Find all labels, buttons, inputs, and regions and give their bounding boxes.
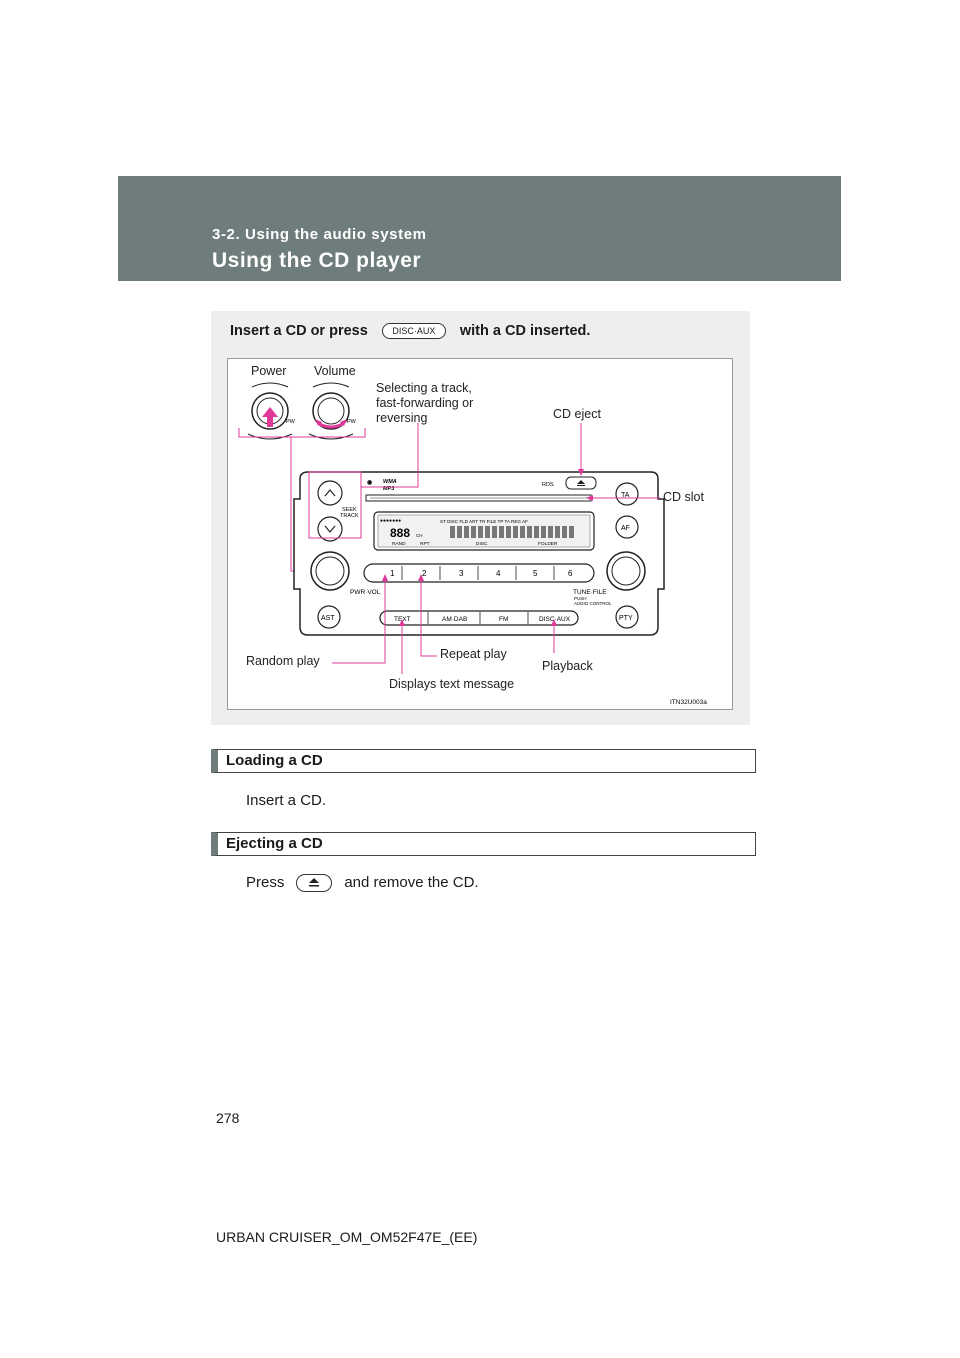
page-number: 278	[216, 1110, 240, 1126]
callout-power: Power	[251, 364, 287, 378]
callout-cd-eject: CD eject	[553, 407, 601, 421]
seek-down-button[interactable]	[317, 516, 343, 542]
af-button[interactable]	[615, 515, 639, 539]
loading-body: Insert a CD.	[246, 792, 327, 809]
callout-playback: Playback	[542, 659, 593, 673]
text-button-label[interactable]: TEXT	[394, 616, 411, 623]
ta-label: TA	[621, 492, 630, 499]
af-label: AF	[621, 525, 630, 532]
tune-file-label: TUNE·FILE	[573, 589, 607, 596]
power-knob-detail: PW	[247, 382, 296, 440]
am-dab-button-label[interactable]: AM·DAB	[442, 616, 467, 623]
preset-1[interactable]: 1	[390, 569, 395, 578]
callout-cd-slot: CD slot	[663, 490, 704, 504]
display-ch: CH	[416, 533, 423, 538]
svg-text:◉: ◉	[367, 480, 373, 486]
figure-instruction: Insert a CD or press DISC·AUX with a CD …	[230, 323, 591, 340]
preset-2[interactable]: 2	[422, 569, 427, 578]
ejecting-body-after: and remove the CD.	[344, 874, 479, 891]
lcd-screen	[377, 514, 591, 548]
section-label: 3-2. Using the audio system	[212, 226, 427, 243]
wma-label: WMA	[383, 479, 397, 485]
rds-label: RDS	[542, 482, 554, 488]
track-label: TRACK	[340, 513, 359, 519]
heading-loading-text: Loading a CD	[226, 752, 323, 769]
seek-highlight	[308, 471, 362, 539]
ast-button[interactable]	[317, 605, 341, 629]
fm-button-label[interactable]: FM	[499, 616, 508, 623]
preset-bar	[363, 563, 595, 583]
ast-label: AST	[321, 615, 335, 622]
pw-label-right: PW	[347, 419, 357, 425]
callout-volume: Volume	[314, 364, 356, 378]
audio-head-unit: ◉ WMA MP3 RDS SEEK TRACK TA AF PTY AST	[293, 471, 665, 636]
pw-label-left: PW	[286, 419, 296, 425]
chevron-up-icon	[324, 489, 336, 497]
callout-random-play: Random play	[246, 654, 320, 668]
eject-key-icon	[296, 874, 333, 893]
heading-ejecting-text: Ejecting a CD	[226, 835, 323, 852]
audio-control-label: AUDIO CONTROL	[574, 601, 612, 606]
eject-icon	[577, 480, 585, 486]
section-heading-loading: Loading a CD	[211, 749, 756, 773]
preset-6[interactable]: 6	[568, 569, 573, 578]
display-folder: FOLDER	[538, 541, 558, 547]
audio-unit-svg: PW PW ◉ WMA MP3 RDS	[238, 382, 707, 706]
mp3-label: MP3	[383, 486, 394, 492]
instruction-text-before: Insert a CD or press	[230, 323, 368, 340]
footer-text: URBAN CRUISER_OM_OM52F47E_(EE)	[216, 1229, 478, 1245]
display-digits: 888	[390, 526, 410, 540]
callout-selecting-line2: fast-forwarding or	[376, 396, 474, 410]
pwr-vol-label: PWR·VOL	[350, 589, 381, 596]
seek-up-button[interactable]	[317, 480, 343, 506]
preset-3[interactable]: 3	[459, 569, 464, 578]
display-rand: RAND	[392, 541, 406, 547]
pty-button[interactable]	[615, 605, 639, 629]
ta-button[interactable]	[615, 482, 639, 506]
bottom-button-bar	[379, 610, 579, 626]
svg-text:●●●●●●●: ●●●●●●●	[380, 518, 401, 524]
chevron-down-icon	[324, 525, 336, 533]
preset-5[interactable]: 5	[533, 569, 538, 578]
ejecting-body: Press and remove the CD.	[246, 874, 479, 893]
instruction-text-after: with a CD inserted.	[459, 323, 591, 340]
push-label: PUSH	[574, 596, 587, 601]
callout-selecting-line1: Selecting a track,	[376, 381, 472, 395]
display-rpt: RPT	[420, 541, 430, 547]
disc-aux-button-label[interactable]: DISC·AUX	[539, 616, 571, 623]
display-top-row: ST DISC FLD ART TR FILE TP TA REG AF	[440, 519, 528, 524]
disc-aux-key-icon: DISC·AUX	[381, 323, 446, 340]
ejecting-body-before: Press	[246, 874, 285, 891]
seek-label: SEEK	[342, 507, 357, 513]
audio-unit-diagram: PW PW ◉ WMA MP3 RDS	[227, 358, 733, 710]
section-heading-ejecting: Ejecting a CD	[211, 832, 756, 856]
header-band	[118, 176, 841, 281]
display-disc: DISC	[476, 541, 488, 547]
callout-displays-text: Displays text message	[389, 677, 515, 691]
volume-knob-detail: PW	[308, 382, 357, 440]
page-title: Using the CD player	[212, 249, 422, 272]
figure-code: ITN32U003a	[670, 699, 707, 706]
callout-repeat-play: Repeat play	[440, 647, 507, 661]
pty-label: PTY	[619, 615, 633, 622]
preset-4[interactable]: 4	[496, 569, 501, 578]
callout-selecting-line3: reversing	[376, 411, 428, 425]
